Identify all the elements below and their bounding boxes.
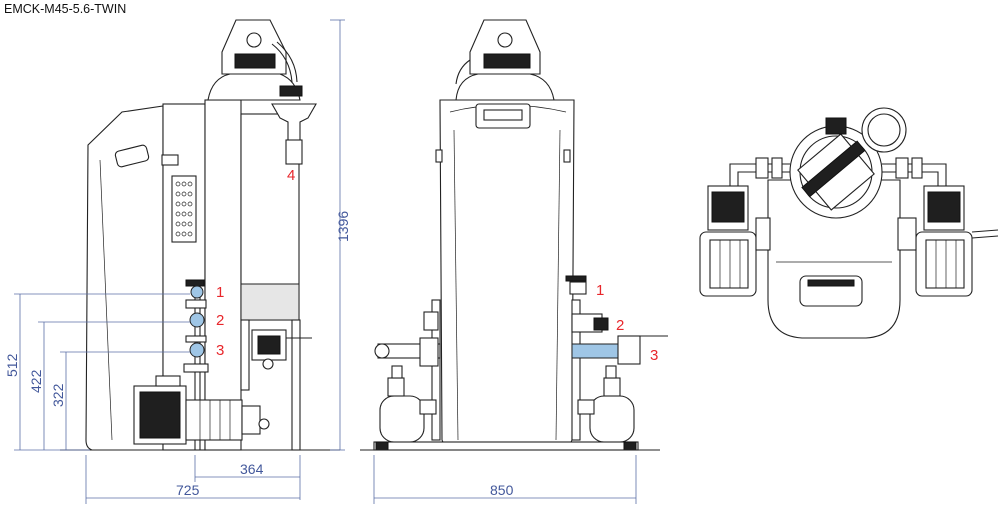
side-view xyxy=(60,19,340,451)
total-width-label: 850 xyxy=(490,482,514,498)
front-view xyxy=(360,19,668,451)
top-view xyxy=(699,107,999,339)
front-callout-2: 2 xyxy=(616,317,624,334)
dimension-labels: 1396 512 422 322 364 725 850 xyxy=(4,211,514,498)
connection-2-height-label: 422 xyxy=(28,369,44,393)
side-callout-2: 2 xyxy=(216,312,224,329)
side-callout-1: 1 xyxy=(216,284,224,301)
height-dimension-label: 1396 xyxy=(335,211,351,242)
connection-3-height-label: 322 xyxy=(50,383,66,407)
front-callout-1: 1 xyxy=(596,282,604,299)
connection-depth-label: 364 xyxy=(240,461,264,477)
connection-1-height-label: 512 xyxy=(4,353,20,377)
drawing-title: EMCK-M45-5.6-TWIN xyxy=(4,2,127,16)
callout-labels: 1 2 3 4 1 2 3 xyxy=(216,167,658,364)
side-callout-4: 4 xyxy=(287,167,295,184)
total-depth-label: 725 xyxy=(176,482,200,498)
front-callout-3: 3 xyxy=(650,347,658,364)
front-dimension-lines xyxy=(373,455,637,504)
side-callout-3: 3 xyxy=(216,342,224,359)
side-dimension-lines xyxy=(14,19,345,504)
